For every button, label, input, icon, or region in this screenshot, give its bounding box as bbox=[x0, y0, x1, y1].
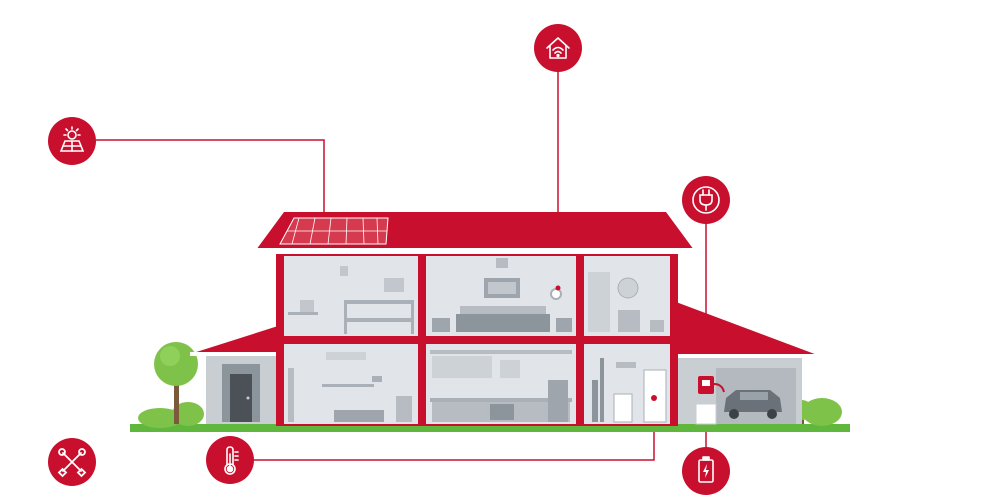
main-roof bbox=[254, 212, 696, 254]
ground bbox=[130, 398, 850, 432]
home-battery-unit bbox=[695, 403, 717, 425]
kids-room-furniture bbox=[288, 266, 414, 334]
bathroom-fixtures bbox=[588, 272, 664, 332]
garage-roof bbox=[676, 302, 820, 356]
hotspot-solar[interactable] bbox=[48, 117, 96, 165]
garage-wing bbox=[676, 302, 822, 425]
solar-connector bbox=[96, 139, 325, 216]
garage-roof-edge bbox=[676, 354, 822, 358]
main-house bbox=[276, 254, 678, 426]
tree-left bbox=[154, 342, 198, 424]
left-wing bbox=[190, 326, 278, 424]
heat-pump-indicator bbox=[651, 395, 657, 401]
left-wing-roof-edge bbox=[190, 352, 278, 356]
utility-room-equipment bbox=[592, 358, 667, 423]
hotspot-service[interactable] bbox=[48, 438, 96, 486]
hotspot-smart-home[interactable] bbox=[534, 24, 582, 72]
ev-plug-icon bbox=[692, 186, 720, 214]
solar-panel-sun-icon bbox=[59, 126, 85, 152]
bush-left-2 bbox=[172, 402, 204, 426]
hotspot-battery[interactable] bbox=[682, 447, 730, 495]
thermometer-icon bbox=[224, 446, 239, 475]
solar-panels bbox=[279, 217, 389, 245]
bush-left bbox=[138, 408, 182, 428]
room-kids-bedroom bbox=[284, 256, 418, 336]
bedroom-furniture bbox=[432, 258, 572, 332]
bush-right bbox=[802, 398, 842, 426]
hotspot-ev-charger[interactable] bbox=[682, 176, 730, 224]
left-wing-roof bbox=[190, 326, 278, 354]
wrench-screwdriver-icon bbox=[57, 448, 87, 478]
smart-hub-device bbox=[550, 288, 562, 300]
front-door bbox=[230, 374, 252, 422]
grass-strip bbox=[130, 424, 850, 432]
hotspot-heating[interactable] bbox=[206, 436, 254, 484]
wifi-house-icon bbox=[546, 37, 570, 59]
living-room-furniture bbox=[288, 352, 412, 422]
kitchen-furniture bbox=[430, 350, 572, 422]
battery-charge-icon bbox=[698, 456, 714, 483]
